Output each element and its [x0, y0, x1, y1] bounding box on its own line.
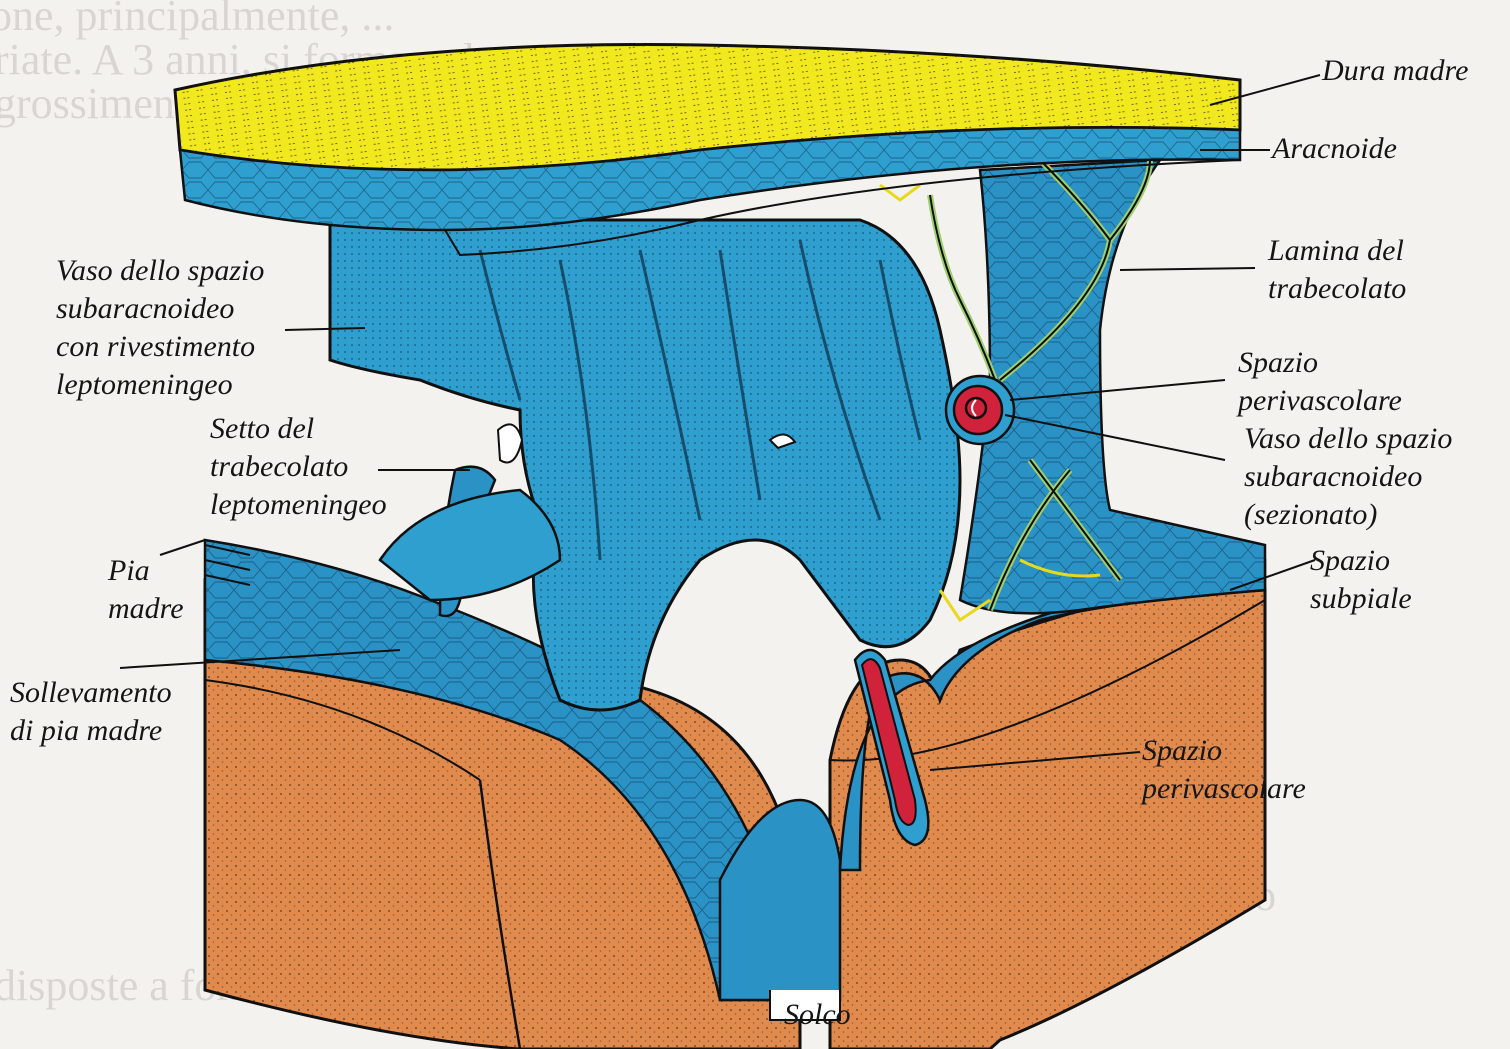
label-pia-madre: Pia madre: [108, 552, 184, 628]
label-sollevamento: Sollevamento di pia madre: [10, 674, 172, 750]
label-lamina-trabecolato: Lamina del trabecolato: [1268, 232, 1406, 308]
label-spazio-subpiale: Spazio subpiale: [1310, 542, 1412, 618]
label-vaso-sezionato: Vaso dello spazio subaracnoideo (seziona…: [1244, 420, 1452, 534]
label-aracnoide: Aracnoide: [1272, 130, 1397, 168]
label-spazio-perivascolare-top: Spazio perivascolare: [1238, 344, 1402, 420]
label-dura-madre: Dura madre: [1322, 52, 1468, 90]
label-vaso-leptomeningeo: Vaso dello spazio subaracnoideo con rive…: [56, 252, 264, 404]
vessel-sectioned: [946, 376, 1014, 444]
label-setto-trabecolato: Setto del trabecolato leptomeningeo: [210, 410, 387, 524]
label-solco: Solco: [784, 996, 851, 1034]
label-spazio-perivascolare-bottom: Spazio perivascolare: [1142, 732, 1306, 808]
